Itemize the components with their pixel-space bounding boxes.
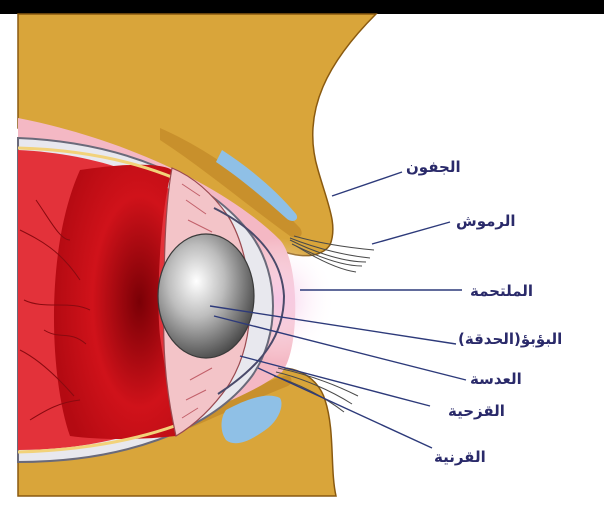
label-cornea: القرنية bbox=[434, 448, 486, 466]
eyelashes-leader bbox=[372, 222, 450, 244]
top-border bbox=[0, 0, 604, 14]
label-eyelashes: الرموش bbox=[456, 212, 516, 230]
eyelids-leader bbox=[332, 172, 402, 196]
label-iris: القزحية bbox=[448, 402, 505, 420]
label-lens: العدسة bbox=[470, 370, 522, 388]
label-conjunctiva: الملتحمة bbox=[470, 282, 533, 300]
lens bbox=[158, 234, 254, 358]
label-pupil: البؤبؤ(الحدقة) bbox=[458, 330, 562, 348]
label-eyelids: الجفون bbox=[406, 158, 461, 176]
